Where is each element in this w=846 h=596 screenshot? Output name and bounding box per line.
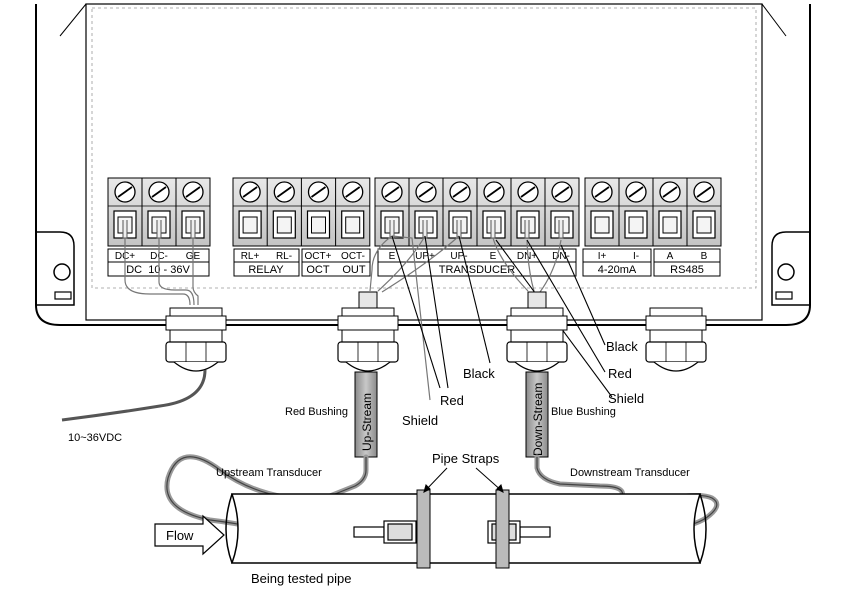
gland-nut [358, 291, 378, 309]
downstream-wires [492, 237, 562, 293]
terminal-screw[interactable] [618, 178, 653, 246]
group-oct: OCT [306, 264, 330, 276]
pipe-straps-pointer [423, 467, 504, 493]
flow-arrow: Flow [154, 514, 225, 556]
upstream-gland [337, 307, 399, 372]
gland-nut [527, 291, 547, 309]
label-leader-lines [391, 235, 613, 398]
downstream-transducer-label: Downstream Transducer [570, 467, 690, 479]
terminal-screw[interactable] [686, 178, 721, 246]
wire-label-red-left: Red [440, 393, 464, 408]
wire-end [558, 220, 564, 239]
terminal-up-minus: UP- [450, 251, 467, 262]
terminal-screw[interactable] [232, 178, 268, 246]
terminal-dn-minus: DN- [552, 251, 570, 262]
upstream-transducer-label: Upstream Transducer [216, 467, 322, 479]
wire-end [122, 220, 128, 239]
pipe-strap-right [495, 489, 510, 569]
terminal-b: B [701, 251, 708, 262]
red-bushing-label: Red Bushing [285, 406, 348, 418]
terminal-blocks [107, 177, 722, 247]
pipe-strap-left [416, 489, 431, 569]
upstream-cable-label: Up-Stream [360, 393, 374, 451]
wire-label-shield-left: Shield [402, 413, 438, 428]
group-current-output: 4-20mA [598, 264, 637, 276]
terminal-screw[interactable] [476, 178, 511, 246]
wire-end [190, 220, 196, 239]
wire-end [524, 220, 530, 239]
downstream-cable-label: Down-Stream [531, 383, 545, 456]
group-rs485: RS485 [670, 264, 704, 276]
terminal-screw[interactable] [266, 178, 302, 246]
terminal-dn-plus: DN+ [517, 251, 537, 262]
wire-end [389, 220, 395, 239]
terminal-up-plus: UP+ [415, 251, 435, 262]
power-gland [165, 307, 227, 372]
pipe-label: Being tested pipe [251, 571, 351, 586]
terminal-e-dn: E [490, 251, 497, 262]
group-dc: DC 10 - 36V [126, 264, 190, 276]
terminal-group-names: DC 10 - 36V RELAY OCT OUT TRANSDUCER 4-2… [126, 264, 704, 276]
group-transducer: TRANSDUCER [439, 264, 515, 276]
terminal-screw[interactable] [584, 178, 619, 246]
wire-label-black-right: Black [606, 339, 638, 354]
terminal-screw[interactable] [335, 178, 370, 246]
terminal-rl-minus: RL- [276, 251, 292, 262]
terminal-i-plus: I+ [598, 251, 607, 262]
rs485-gland [645, 307, 707, 372]
terminal-oct-plus: OCT+ [305, 251, 332, 262]
upstream-transducer [353, 520, 417, 544]
terminal-rl-plus: RL+ [241, 251, 260, 262]
pipe [225, 493, 707, 564]
wire-end [156, 220, 162, 239]
group-relay: RELAY [248, 264, 284, 276]
wire-end [490, 220, 496, 239]
power-wires [124, 238, 199, 306]
terminal-screw[interactable] [300, 178, 336, 246]
enclosure [35, 3, 811, 326]
pipe-straps-label: Pipe Straps [432, 451, 500, 466]
wire-label-red-right: Red [608, 366, 632, 381]
blue-bushing-label: Blue Bushing [551, 406, 616, 418]
wire-label-shield-right: Shield [608, 391, 644, 406]
group-out: OUT [342, 264, 366, 276]
terminal-oct-minus: OCT- [341, 251, 365, 262]
wire-end [456, 220, 462, 239]
right-mount-tab [771, 231, 810, 306]
terminal-screw[interactable] [652, 178, 687, 246]
wire-label-black-left: Black [463, 366, 495, 381]
terminal-i-minus: I- [633, 251, 639, 262]
power-label: 10~36VDC [68, 432, 122, 444]
terminal-a: A [667, 251, 674, 262]
cable-glands [165, 291, 707, 372]
upstream-wires [369, 235, 460, 401]
upstream-cable: Up-Stream [164, 371, 378, 531]
downstream-gland [506, 307, 568, 372]
left-mount-tab [36, 231, 75, 306]
power-cable [61, 369, 207, 422]
terminal-e-up: E [389, 251, 396, 262]
wire-end [422, 220, 428, 239]
terminal-screw[interactable] [510, 178, 545, 246]
flow-label: Flow [166, 528, 194, 543]
